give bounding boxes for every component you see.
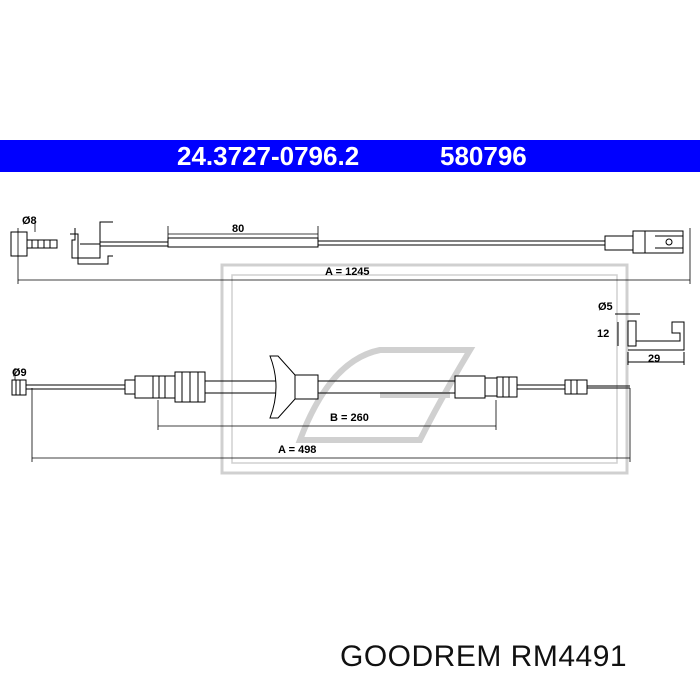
ate-watermark-logo	[220, 263, 629, 475]
cable1-sheath	[167, 237, 319, 248]
cable2-length-label: A = 498	[278, 444, 316, 456]
cable2-end-nipple	[11, 379, 27, 396]
cable1-end-nipple	[10, 231, 28, 257]
fork-width-label: 29	[648, 353, 660, 365]
cable-2	[11, 355, 630, 419]
reference-number: 580796	[440, 141, 527, 171]
cable1-end-fitting	[604, 235, 634, 251]
cable1-bracket	[70, 233, 113, 265]
header-bar: 24.3727-0796.2 580796	[0, 140, 700, 172]
fork-diameter-label: Ø5	[598, 301, 613, 313]
cable1-diameter-label: Ø8	[22, 215, 37, 227]
fork-height-label: 12	[597, 328, 609, 340]
cable-1	[10, 221, 684, 265]
product-caption: GOODREM RM4491	[340, 640, 628, 673]
cable2-sheath-label: B = 260	[330, 412, 369, 424]
cable2-end-nipple-right	[564, 379, 588, 395]
cable2-diameter-label: Ø9	[12, 367, 27, 379]
fork-detail	[615, 313, 685, 365]
cable1-sheath-label: 80	[232, 223, 244, 235]
cable1-length-label: A = 1245	[325, 266, 370, 278]
cable2-grommet	[269, 355, 319, 419]
part-number: 24.3727-0796.2	[177, 141, 360, 171]
